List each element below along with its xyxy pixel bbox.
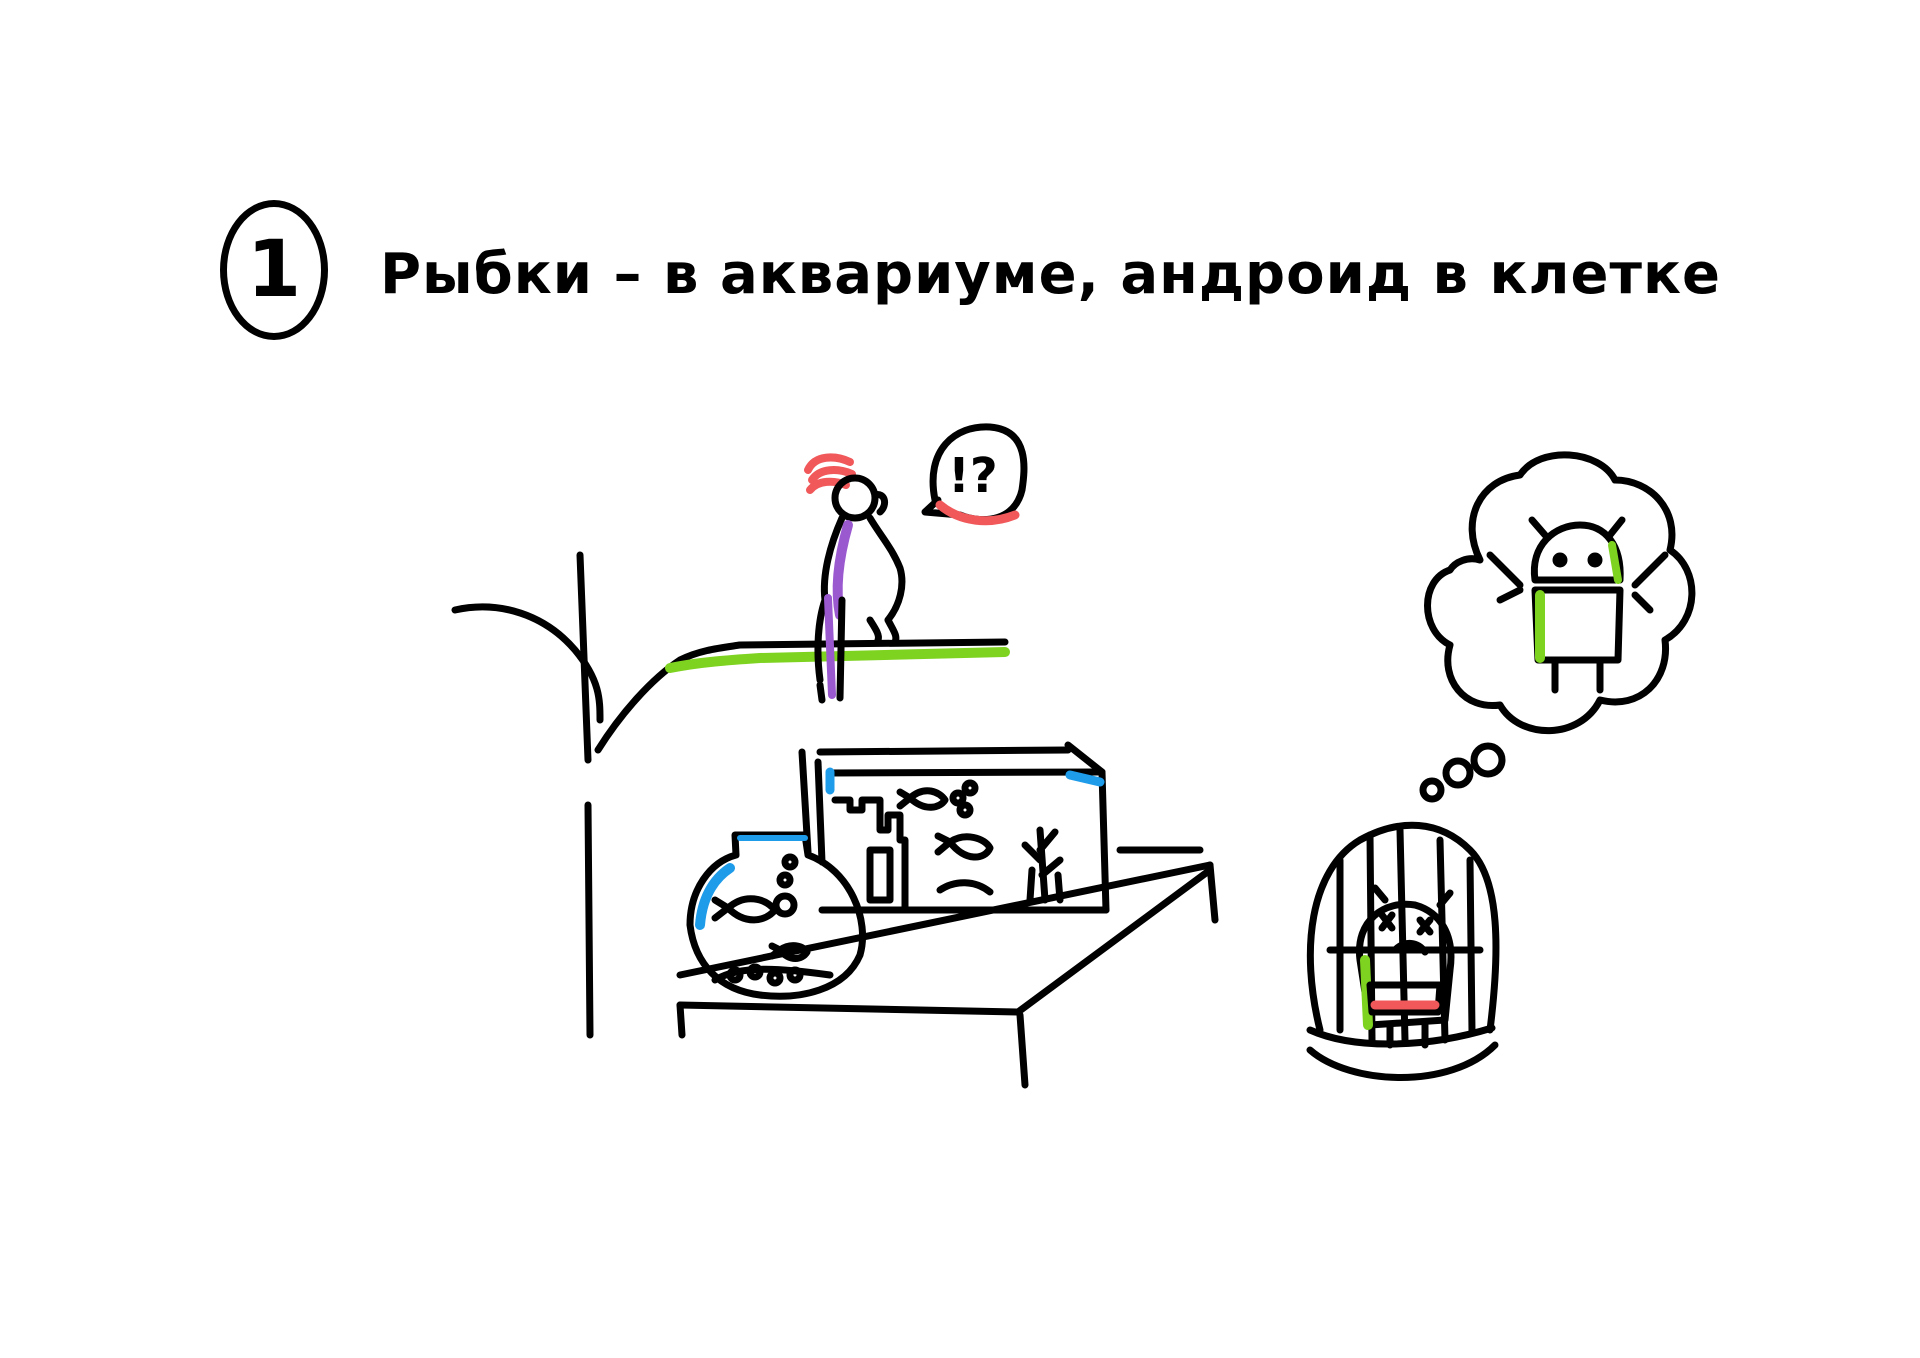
aquarium-icon — [798, 741, 1110, 914]
speech-bubble-icon: !? — [921, 423, 1028, 526]
branch-icon — [451, 551, 1010, 1039]
parrot-icon — [804, 453, 906, 704]
speech-bubble-text: !? — [948, 448, 998, 504]
heading-number: 1 — [246, 225, 302, 315]
thought-bubble-icon — [1419, 451, 1696, 803]
birdcage-icon — [1306, 821, 1500, 1081]
number-circle — [220, 200, 328, 340]
happy-android-icon — [1486, 516, 1669, 694]
table-icon — [676, 846, 1219, 1089]
heading-title: Рыбки – в аквариуме, андроид в клетке — [380, 242, 1721, 307]
fishbowl-icon — [686, 831, 867, 1000]
caged-android-icon — [1355, 884, 1455, 1049]
